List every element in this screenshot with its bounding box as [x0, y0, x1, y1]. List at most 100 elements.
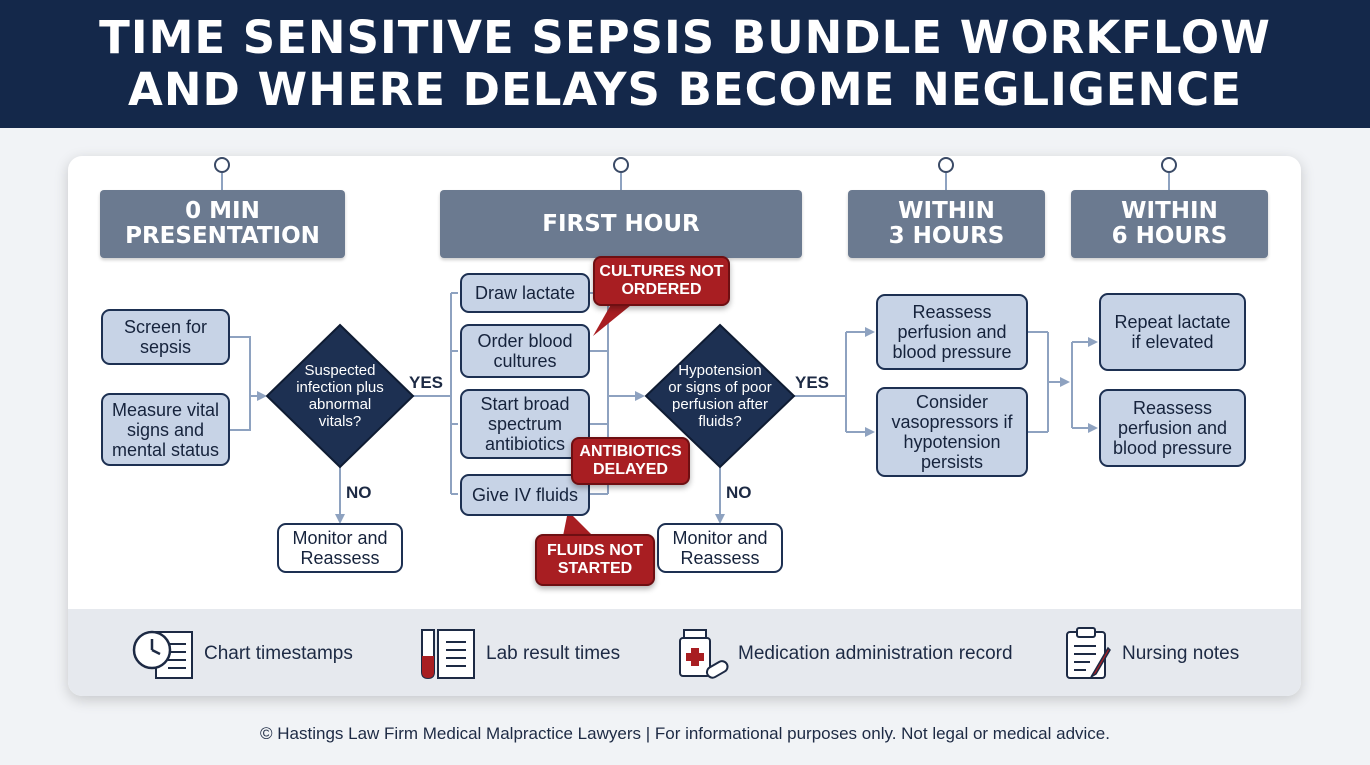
decision-line: Hypotension [678, 362, 762, 379]
step-text: Give IV fluids [471, 485, 579, 505]
step-text: spectrum [487, 414, 563, 434]
step-text: Draw lactate [474, 283, 576, 303]
alert-text: CULTURES NOT [599, 263, 724, 280]
step-reassess-perfusion-6h: Reassess perfusion and blood pressure [1099, 389, 1246, 467]
branch-yes-1: YES [409, 373, 444, 392]
record-label: Medication administration record [738, 643, 1013, 664]
step-text: Start broad [480, 394, 570, 414]
record-nursing-notes: Nursing notes [1064, 626, 1239, 682]
step-text: mental status [111, 439, 220, 460]
step-order-blood-cultures: Order blood cultures [460, 324, 590, 378]
step-text: sepsis [139, 337, 192, 357]
phase-3h-line-1: WITHIN [898, 198, 995, 224]
step-start-antibiotics: Start broad spectrum antibiotics [460, 389, 590, 459]
phase-6h-line-2: 6 HOURS [1111, 223, 1228, 249]
step-text: Reassess [912, 302, 992, 322]
copyright-footer: © Hastings Law Firm Medical Malpractice … [260, 724, 1110, 743]
step-text: Reassess [680, 548, 760, 568]
step-text: Measure vital [111, 399, 220, 420]
step-text: blood pressure [1112, 438, 1233, 458]
step-text: Screen for [123, 317, 208, 337]
phase-header-presentation: 0 MIN PRESENTATION [100, 190, 345, 258]
decision-text-2: Hypotension or signs of poor perfusion a… [652, 360, 788, 432]
alert-text: ANTIBIOTICS [579, 443, 682, 460]
alert-text: FLUIDS NOT [547, 542, 643, 559]
branch-no-2: NO [726, 483, 752, 502]
step-text: hypotension [903, 432, 1001, 452]
step-text: perfusion and [897, 322, 1007, 342]
phase-first-hour-label: FIRST HOUR [542, 210, 700, 237]
clock-document-icon [132, 630, 193, 679]
alert-fluids-not-started: FLUIDS NOT STARTED [535, 534, 655, 586]
decision-line: perfusion after [672, 396, 768, 413]
decision-diamond-2 [644, 323, 796, 469]
step-consider-vasopressors: Consider vasopressors if hypotension per… [876, 387, 1028, 477]
step-text: persists [920, 452, 983, 472]
phase-6h-line-1: WITHIN [1121, 198, 1218, 224]
record-label: Chart timestamps [204, 643, 353, 664]
step-monitor-reassess-1: Monitor and Reassess [277, 523, 403, 573]
step-reassess-perfusion-3h: Reassess perfusion and blood pressure [876, 294, 1028, 370]
pin-head-p1 [613, 157, 629, 173]
record-label: Lab result times [486, 643, 621, 664]
branch-yes-2: YES [795, 373, 830, 392]
decision-line: fluids? [698, 413, 742, 430]
record-lab-result-times: Lab result times [416, 626, 620, 682]
alert-text: STARTED [557, 560, 633, 577]
decision-text-1: Suspected infection plus abnormal vitals… [277, 360, 403, 432]
phase-header-first-hour: FIRST HOUR [440, 190, 802, 258]
step-text: Monitor and [292, 528, 388, 548]
workflow-panel: 0 MIN PRESENTATION FIRST HOUR WITHIN 3 H… [68, 156, 1301, 696]
step-give-iv-fluids: Give IV fluids [460, 474, 590, 516]
step-text: Reassess [300, 548, 380, 568]
alert-text: ORDERED [621, 281, 702, 298]
alert-pointer-fluids [563, 511, 593, 536]
decision-line: abnormal [308, 396, 372, 413]
step-text: blood pressure [892, 342, 1012, 362]
phase-3h-line-2: 3 HOURS [888, 223, 1005, 249]
decision-diamond-1 [265, 323, 415, 469]
phase-presentation-line-1: 0 MIN [185, 198, 260, 224]
clipboard-pen-icon [1066, 627, 1111, 679]
branch-no-1: NO [346, 483, 372, 502]
step-measure-vital-signs: Measure vital signs and mental status [101, 393, 230, 466]
step-text: signs and [126, 419, 205, 440]
step-screen-for-sepsis: Screen for sepsis [101, 309, 230, 365]
alert-antibiotics-delayed: ANTIBIOTICS DELAYED [571, 437, 690, 485]
connector-lines [214, 157, 1177, 536]
alert-text: DELAYED [593, 461, 668, 478]
step-text: Order blood [477, 331, 573, 351]
step-text: vasopressors if [891, 412, 1013, 432]
step-text: Repeat lactate [1114, 312, 1231, 332]
phase-header-within-6-hours: WITHIN 6 HOURS [1071, 190, 1268, 258]
decision-line: or signs of poor [668, 379, 772, 396]
pin-head-p0 [214, 157, 230, 173]
pin-head-p3 [938, 157, 954, 173]
pin-head-p6 [1161, 157, 1177, 173]
phase-presentation-line-2: PRESENTATION [125, 223, 320, 249]
step-text: Reassess [1132, 398, 1213, 418]
phase-header-within-3-hours: WITHIN 3 HOURS [848, 190, 1045, 258]
alert-cultures-not-ordered: CULTURES NOT ORDERED [593, 256, 730, 306]
medicine-bottle-pills-icon [679, 629, 729, 679]
decision-line: vitals? [318, 413, 362, 430]
step-draw-lactate: Draw lactate [460, 273, 590, 313]
step-monitor-reassess-2: Monitor and Reassess [657, 523, 783, 573]
decision-line: infection plus [296, 379, 384, 396]
step-repeat-lactate: Repeat lactate if elevated [1099, 293, 1246, 371]
test-tube-document-icon [421, 629, 475, 680]
title-line-2: AND WHERE DELAYS BECOME NEGLIGENCE [128, 63, 1242, 116]
record-chart-timestamps: Chart timestamps [132, 626, 353, 682]
step-text: Consider [915, 392, 989, 412]
record-label: Nursing notes [1122, 643, 1240, 664]
step-text: perfusion and [1117, 418, 1228, 438]
step-text: Monitor and [672, 528, 768, 548]
record-medication-administration: Medication administration record [678, 626, 1013, 682]
step-text: antibiotics [484, 434, 566, 454]
step-text: if elevated [1131, 332, 1214, 352]
title-banner: TIME SENSITIVE SEPSIS BUNDLE WORKFLOW AN… [0, 0, 1370, 128]
title-line-1: TIME SENSITIVE SEPSIS BUNDLE WORKFLOW [99, 11, 1271, 64]
alert-pointer-cultures [593, 301, 636, 336]
decision-line: Suspected [304, 362, 376, 379]
step-text: cultures [493, 351, 557, 371]
